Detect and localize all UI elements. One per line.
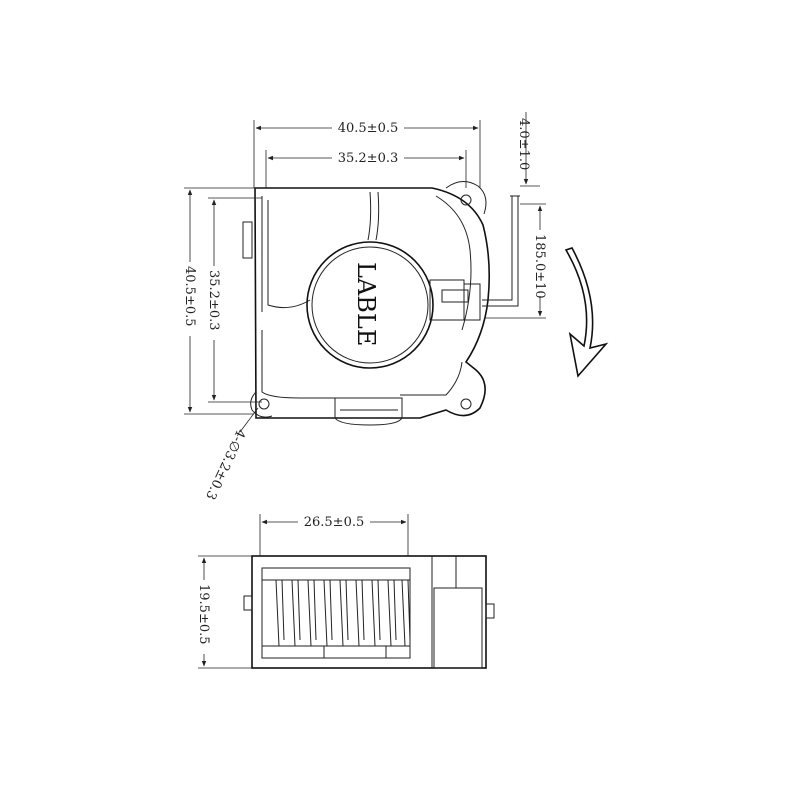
inner-contour-3 [367,191,380,241]
dim-bg [196,580,212,654]
inner-contour-4 [261,330,340,399]
side-clip-top [242,221,253,259]
inner-contour-1 [267,200,311,309]
dim-inner-height-label: 35.2±0.3 [206,270,221,331]
dim-lead-length-label: 185.0±10 [532,234,547,299]
impeller-hub [306,241,434,369]
side-housing [251,555,487,669]
top-view-dimensions: 40.5±0.5 35.2±0.3 40.5±0.5 35.2±0.3 4.0±… [182,112,548,502]
dim-bg [182,262,198,336]
impeller-blade [323,579,333,647]
connector-housing [464,283,481,321]
impeller-blade [401,579,411,647]
mount-hole-leader [239,407,259,433]
dim-bg [332,150,404,164]
dim-lead-spacing-label: 4.0±1.0 [516,118,531,170]
dim-bg [206,266,222,340]
mount-hole-bottom-left [258,398,270,410]
rotation-arrow-icon [564,247,609,378]
impeller-blade [339,579,349,647]
impeller-blade [371,579,381,647]
dim-bg [298,514,370,528]
side-base-plate [323,645,387,659]
dim-bg [532,230,548,296]
impeller-hub-inner [311,246,429,364]
bottom-left-tab [250,391,273,418]
side-view [243,555,495,669]
side-view-dimensions: 26.5±0.5 19.5±0.5 [196,514,409,669]
lead-wire-2 [482,196,519,307]
impeller-blade [275,579,285,647]
lead-wire-1 [482,196,513,301]
impeller-blade [387,579,397,647]
impeller-blade [291,579,301,647]
mount-hole-bottom-right [460,398,472,410]
dim-top-outer-label: 40.5±0.5 [338,121,399,136]
side-motor-box [433,587,483,669]
impeller-blade [355,579,365,647]
dim-outer-height-label: 40.5±0.5 [182,266,197,327]
dim-side-width-label: 26.5±0.5 [304,515,365,530]
inner-contour-5 [400,361,463,396]
mount-hole-top-right [460,194,472,206]
connector-block [429,279,465,321]
bottom-plate [334,397,403,426]
connector-pin [441,289,469,303]
side-blades [275,579,411,647]
side-clip-right [485,603,495,619]
dim-bg [332,120,404,134]
dim-side-thickness-label: 19.5±0.5 [196,584,211,645]
dim-top-inner-label: 35.2±0.3 [338,151,399,166]
inner-scroll-line [435,195,472,331]
hub-label: LABLE [352,262,380,346]
side-clip-left [243,595,253,611]
impeller-blade [307,579,317,647]
housing-outline [254,187,491,419]
top-view: LABLE [242,181,520,426]
top-right-tab [445,181,487,215]
mount-hole-label: 4-∅3.2±0.3 [202,426,248,501]
